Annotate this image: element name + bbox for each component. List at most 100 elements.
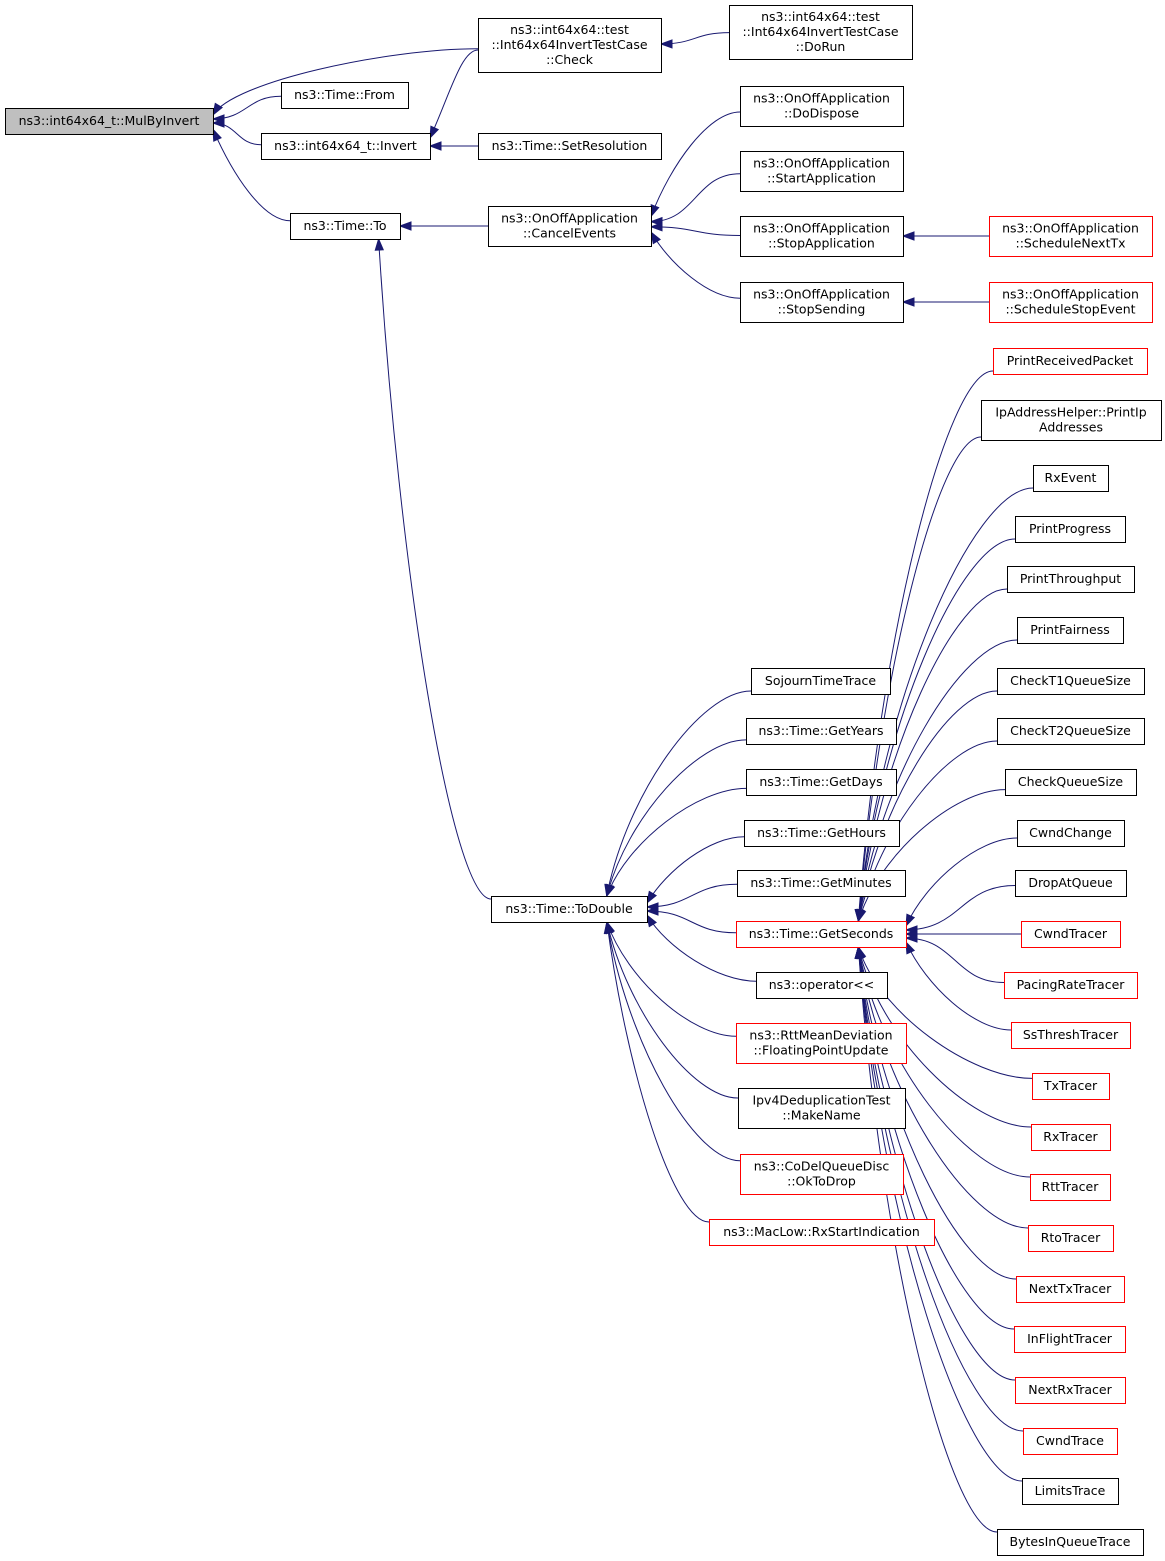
node-pacingratetracer[interactable]: PacingRateTracer xyxy=(1004,972,1138,999)
node-rtttracer[interactable]: RttTracer xyxy=(1030,1174,1111,1201)
node-label: ::Int64x64InvertTestCase xyxy=(491,37,647,52)
node-onoff-dodispose[interactable]: ns3::OnOffApplication::DoDispose xyxy=(740,86,904,127)
node-onoff-stopapplication[interactable]: ns3::OnOffApplication::StopApplication xyxy=(740,216,904,257)
node-codel-oktodrop[interactable]: ns3::CoDelQueueDisc::OkToDrop xyxy=(740,1154,904,1195)
node-label: ns3::Time::SetResolution xyxy=(492,138,648,153)
edge-hours-to-todouble xyxy=(646,836,745,905)
node-label: ns3::int64x64_t::MulByInvert xyxy=(19,113,200,128)
node-label: ::StopSending xyxy=(778,302,866,317)
node-invert-testcase-dorun[interactable]: ns3::int64x64::test::Int64x64InvertTestC… xyxy=(729,5,913,60)
node-dropatqueue[interactable]: DropAtQueue xyxy=(1015,870,1127,897)
edge-rxevent-to-seconds xyxy=(854,487,1034,923)
node-invert-testcase-check[interactable]: ns3::int64x64::test::Int64x64InvertTestC… xyxy=(478,18,662,73)
node-label: DropAtQueue xyxy=(1028,875,1113,890)
edge-dorun-to-check xyxy=(659,32,730,49)
node-time-todouble[interactable]: ns3::Time::ToDouble xyxy=(491,896,648,923)
edge-seconds-to-todouble xyxy=(645,906,737,934)
node-time-getyears[interactable]: ns3::Time::GetYears xyxy=(746,718,897,745)
node-label: IpAddressHelper::PrintIp xyxy=(995,405,1146,420)
node-time-from[interactable]: ns3::Time::From xyxy=(281,82,409,109)
node-label: ::StartApplication xyxy=(767,171,876,186)
node-bytesinqueuetrace[interactable]: BytesInQueueTrace xyxy=(997,1529,1144,1556)
node-printreceivedpacket[interactable]: PrintReceivedPacket xyxy=(993,348,1148,375)
node-label: PacingRateTracer xyxy=(1017,977,1126,992)
node-ssthreshtracer[interactable]: SsThreshTracer xyxy=(1011,1022,1131,1049)
node-time-setresolution[interactable]: ns3::Time::SetResolution xyxy=(478,133,662,160)
node-inflighttracer[interactable]: InFlightTracer xyxy=(1014,1326,1126,1353)
node-label: ns3::RttMeanDeviation xyxy=(749,1028,892,1043)
edge-stopapp-to-cancel xyxy=(649,222,741,236)
node-printfairness[interactable]: PrintFairness xyxy=(1017,617,1124,644)
node-onoff-schedulestopevent[interactable]: ns3::OnOffApplication::ScheduleStopEvent xyxy=(989,282,1153,323)
node-label: CwndTrace xyxy=(1036,1433,1104,1448)
edge-schednext-to-stopapp xyxy=(901,231,989,241)
node-label: ::FloatingPointUpdate xyxy=(754,1043,889,1058)
node-label: ns3::Time::To xyxy=(304,218,387,233)
node-label: ::DoRun xyxy=(796,39,846,54)
node-label: Addresses xyxy=(1039,420,1103,435)
edge-pacing-to-seconds xyxy=(904,933,1005,983)
node-label: NextRxTracer xyxy=(1028,1382,1112,1397)
node-label: Ipv4DeduplicationTest xyxy=(752,1093,890,1108)
node-rtt-floatingpointupdate[interactable]: ns3::RttMeanDeviation::FloatingPointUpda… xyxy=(736,1023,907,1064)
edge-setres-to-invert xyxy=(428,141,478,151)
node-label: PrintThroughput xyxy=(1020,571,1121,586)
node-label: NextTxTracer xyxy=(1029,1281,1112,1296)
node-label: ns3::int64x64::test xyxy=(510,22,629,37)
node-label: CheckT2QueueSize xyxy=(1010,723,1131,738)
node-ipv4dedup-makename[interactable]: Ipv4DeduplicationTest::MakeName xyxy=(738,1088,906,1129)
node-limitstrace[interactable]: LimitsTrace xyxy=(1022,1478,1119,1505)
node-sojourntimetrace[interactable]: SojournTimeTrace xyxy=(751,668,891,695)
node-onoff-schedulenexttx[interactable]: ns3::OnOffApplication::ScheduleNextTx xyxy=(989,216,1153,257)
edge-ipv4dedup-to-todouble xyxy=(604,920,739,1099)
node-onoff-startapplication[interactable]: ns3::OnOffApplication::StartApplication xyxy=(740,151,904,192)
node-label: ::DoDispose xyxy=(784,106,859,121)
node-label: RttTracer xyxy=(1042,1179,1100,1194)
node-label: ns3::OnOffApplication xyxy=(753,156,890,171)
node-operator-output[interactable]: ns3::operator<< xyxy=(756,972,888,999)
node-rxevent[interactable]: RxEvent xyxy=(1033,465,1109,492)
node-printprogress[interactable]: PrintProgress xyxy=(1015,516,1126,543)
node-mulbyinvert[interactable]: ns3::int64x64_t::MulByInvert xyxy=(5,108,214,135)
node-printthroughput[interactable]: PrintThroughput xyxy=(1007,566,1135,593)
node-onoff-cancelevents[interactable]: ns3::OnOffApplication::CancelEvents xyxy=(488,206,652,247)
edge-cwndtracer-to-seconds xyxy=(904,929,1022,939)
node-onoff-stopsending[interactable]: ns3::OnOffApplication::StopSending xyxy=(740,282,904,323)
node-time-gethours[interactable]: ns3::Time::GetHours xyxy=(744,820,900,847)
node-label: BytesInQueueTrace xyxy=(1010,1534,1131,1549)
node-cwndtrace[interactable]: CwndTrace xyxy=(1023,1428,1118,1455)
node-rtotracer[interactable]: RtoTracer xyxy=(1028,1225,1114,1252)
node-cwndtracer[interactable]: CwndTracer xyxy=(1021,921,1121,948)
node-label: RxTracer xyxy=(1043,1129,1098,1144)
node-cwndchange[interactable]: CwndChange xyxy=(1017,820,1125,847)
edge-maclow-to-todouble xyxy=(603,920,710,1223)
node-label: ns3::Time::GetDays xyxy=(759,774,882,789)
edge-operator-to-todouble xyxy=(646,913,757,982)
node-txtracer[interactable]: TxTracer xyxy=(1032,1073,1110,1100)
edges-layer xyxy=(211,32,1034,1533)
node-rxtracer[interactable]: RxTracer xyxy=(1031,1124,1111,1151)
node-maclow-rxstartindication[interactable]: ns3::MacLow::RxStartIndication xyxy=(709,1219,935,1246)
node-int64x64-invert[interactable]: ns3::int64x64_t::Invert xyxy=(261,133,431,160)
node-nextrxtracer[interactable]: NextRxTracer xyxy=(1015,1377,1126,1404)
edge-bytesq-to-seconds xyxy=(854,945,998,1533)
node-nexttxtracer[interactable]: NextTxTracer xyxy=(1016,1276,1125,1303)
node-time-getdays[interactable]: ns3::Time::GetDays xyxy=(746,769,897,796)
node-checkt1queuesize[interactable]: CheckT1QueueSize xyxy=(997,668,1145,695)
edge-stopsend-to-cancel xyxy=(650,230,741,299)
node-time-to[interactable]: ns3::Time::To xyxy=(290,213,401,240)
node-time-getseconds[interactable]: ns3::Time::GetSeconds xyxy=(736,921,907,948)
node-label: ns3::Time::GetMinutes xyxy=(750,875,891,890)
node-label: CheckT1QueueSize xyxy=(1010,673,1131,688)
edge-cwndchange-to-seconds xyxy=(905,837,1018,928)
node-label: ns3::OnOffApplication xyxy=(501,211,638,226)
node-label: ns3::Time::GetHours xyxy=(757,825,886,840)
node-time-getminutes[interactable]: ns3::Time::GetMinutes xyxy=(737,870,906,897)
edge-minutes-to-todouble xyxy=(645,883,738,912)
node-checkqueuesize[interactable]: CheckQueueSize xyxy=(1005,769,1137,796)
edge-todouble-to-to xyxy=(374,237,492,900)
edge-to-to-mulbyinvert xyxy=(212,128,291,222)
node-checkt2queuesize[interactable]: CheckT2QueueSize xyxy=(997,718,1145,745)
